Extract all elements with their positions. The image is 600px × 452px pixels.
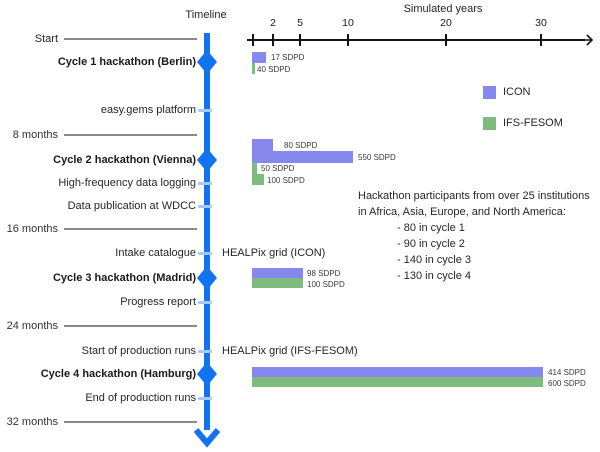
axis-tick-label: 10 xyxy=(342,17,354,29)
bar-ifs-cycle3 xyxy=(252,278,303,288)
axis-tick-label: 30 xyxy=(535,17,547,29)
axis-tick xyxy=(252,34,254,46)
participants-note-bullet: - 130 in cycle 4 xyxy=(397,270,471,282)
bar-icon-cycle3 xyxy=(252,268,303,278)
participants-note-bullet: - 90 in cycle 2 xyxy=(397,238,465,250)
row-label-cycle-1: Cycle 1 hackathon (Berlin) xyxy=(57,56,196,68)
bar-label: 98 SDPD xyxy=(307,269,341,278)
participants-note: Hackathon participants from over 25 inst… xyxy=(358,188,598,284)
milestone-tick-icon xyxy=(198,205,212,208)
row-label-cycle-4: Cycle 4 hackathon (Hamburg) xyxy=(40,368,196,380)
milestone-tick-icon xyxy=(198,252,212,255)
bar-label: 40 SDPD xyxy=(257,65,291,74)
bar-label: 17 SDPD xyxy=(271,53,305,62)
axis-title: Simulated years xyxy=(403,3,483,15)
row-label-easy-gems: easy.gems platform xyxy=(100,104,196,116)
bar-label: 600 SDPD xyxy=(548,379,586,388)
axis-tick-label: 2 xyxy=(270,17,276,29)
milestone-diamond-icon-cycle-3 xyxy=(197,266,217,290)
row-label-prod-start: Start of production runs xyxy=(81,345,196,357)
participants-note-line: in Africa, Asia, Europe, and North Ameri… xyxy=(358,206,566,218)
axis-line xyxy=(247,39,585,41)
connector-line xyxy=(64,421,197,423)
axis-tick xyxy=(540,34,542,46)
bar-label: 50 SDPD xyxy=(261,164,295,173)
legend-swatch-ifs-fesom xyxy=(483,117,496,130)
bar-label: 100 SDPD xyxy=(307,280,345,289)
side-label-healpix-icon: HEALPix grid (ICON) xyxy=(222,247,326,259)
axis-tick xyxy=(272,34,274,46)
milestone-diamond-icon-cycle-4 xyxy=(197,362,217,386)
bar-ifs-cycle4 xyxy=(252,377,543,387)
participants-note-bullet: - 140 in cycle 3 xyxy=(397,254,471,266)
row-label-wdcc: Data publication at WDCC xyxy=(67,200,196,212)
axis-tick xyxy=(445,34,447,46)
row-label-16-months: 16 months xyxy=(6,223,58,235)
row-label-24-months: 24 months xyxy=(6,320,58,332)
side-label-healpix-ifs: HEALPix grid (IFS-FESOM) xyxy=(222,345,358,357)
participants-note-line: Hackathon participants from over 25 inst… xyxy=(358,190,590,202)
legend-label-ifs-fesom: IFS-FESOM xyxy=(503,117,563,129)
bar-label: 414 SDPD xyxy=(548,368,586,377)
connector-line xyxy=(64,134,197,136)
bar-icon-cycle2-b xyxy=(252,151,353,163)
connector-line xyxy=(64,228,197,230)
axis-tick xyxy=(299,34,301,46)
milestone-diamond-icon-cycle-1 xyxy=(197,50,217,74)
bar-ifs-cycle2-b xyxy=(252,174,264,185)
milestone-diamond-icon-cycle-2 xyxy=(197,148,217,172)
row-label-start: Start xyxy=(34,33,58,45)
legend-label-icon: ICON xyxy=(503,86,531,98)
row-label-prod-end: End of production runs xyxy=(85,392,196,404)
row-label-hf-logging: High-frequency data logging xyxy=(58,177,196,189)
bar-ifs-cycle2-a xyxy=(252,163,257,174)
legend-swatch-icon xyxy=(483,86,496,99)
milestone-tick-icon xyxy=(198,397,212,400)
milestone-tick-icon xyxy=(198,109,212,112)
timeline-arrow-icon xyxy=(193,428,221,448)
timeline-line xyxy=(204,33,210,430)
row-label-cycle-2: Cycle 2 hackathon (Vienna) xyxy=(53,154,196,166)
row-label-cycle-3: Cycle 3 hackathon (Madrid) xyxy=(52,272,196,284)
bar-ifs-cycle1 xyxy=(252,63,255,74)
row-label-32-months: 32 months xyxy=(6,416,58,428)
participants-note-bullet: - 80 in cycle 1 xyxy=(397,222,465,234)
timeline-column-title: Timeline xyxy=(185,9,227,21)
connector-line xyxy=(64,325,197,327)
milestone-tick-icon xyxy=(198,301,212,304)
milestone-tick-icon xyxy=(198,350,212,353)
bar-icon-cycle1 xyxy=(252,52,266,63)
axis-arrow-icon xyxy=(582,34,594,46)
axis-tick-label: 5 xyxy=(297,17,303,29)
milestone-tick-icon xyxy=(198,182,212,185)
bar-icon-cycle2-a xyxy=(252,139,273,151)
bar-label: 80 SDPD xyxy=(284,141,318,150)
connector-line xyxy=(64,38,197,40)
bar-label: 550 SDPD xyxy=(358,153,396,162)
axis-tick-label: 20 xyxy=(440,17,452,29)
axis-tick xyxy=(347,34,349,46)
row-label-progress: Progress report xyxy=(120,296,196,308)
bar-icon-cycle4 xyxy=(252,367,543,377)
row-label-intake: Intake catalogue xyxy=(115,247,196,259)
bar-label: 100 SDPD xyxy=(267,176,305,185)
row-label-8-months: 8 months xyxy=(12,129,58,141)
